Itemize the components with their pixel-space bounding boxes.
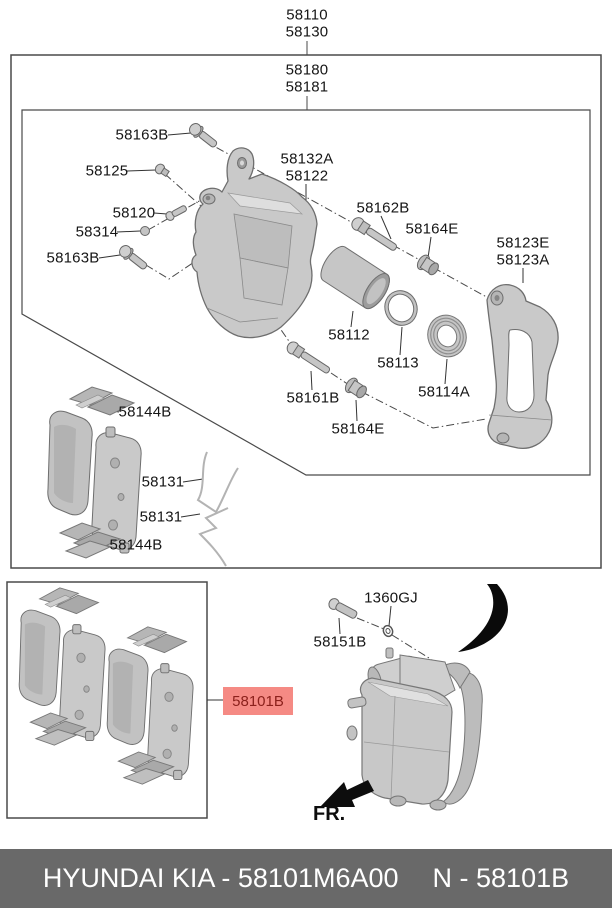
callout-torque-member-2: 58123A <box>496 251 550 269</box>
piston-drawing <box>320 245 390 310</box>
callout-guide-bolt-lower: 58163B <box>46 249 100 267</box>
callout-leader-lines <box>91 132 524 701</box>
bushing-lower-drawing <box>342 375 370 402</box>
pad-kit-highlight-badge: 58101B <box>223 687 293 715</box>
footer-bar: HYUNDAI KIA - 58101M6A00 N - 58101B <box>0 849 612 908</box>
callout-torque-member-1: 58123E <box>496 234 550 252</box>
callout-caliper-body-1: 58132A <box>280 150 334 168</box>
footer-brand-and-part-number: HYUNDAI KIA - 58101M6A00 <box>42 863 399 893</box>
piston-seal-drawing <box>384 290 418 326</box>
outer-assembly-box <box>10 54 602 569</box>
banjo-bolt-drawing <box>328 598 358 619</box>
callout-caliper-body-2: 58122 <box>285 167 329 185</box>
footer-reference-code: N - 58101B <box>432 863 570 893</box>
callout-ball: 58314 <box>75 223 119 241</box>
torque-member-drawing <box>486 283 559 450</box>
callout-top-code-2: 58130 <box>285 23 329 41</box>
callout-pad-spring-2: 58131 <box>139 508 183 526</box>
guide-bolt-lower-drawing <box>116 242 151 274</box>
callout-top-code-1: 58110 <box>286 6 328 24</box>
callout-pad-shim-upper: 58144B <box>118 403 172 421</box>
callout-bleeder-screw: 58120 <box>112 204 156 222</box>
callout-pad-spring-1: 58131 <box>141 473 185 491</box>
inner-assembly-box <box>21 109 591 476</box>
ball-drawing <box>140 226 150 236</box>
callout-guide-bolt-upper: 58163B <box>115 126 169 144</box>
callout-bushing-upper: 58164E <box>405 220 459 238</box>
callout-pad-shim-lower: 58144B <box>109 536 163 554</box>
front-direction-arrow <box>320 780 374 807</box>
assembled-caliper-drawing <box>346 647 483 811</box>
bushing-upper-drawing <box>414 252 442 279</box>
callout-washer: 1360GJ <box>364 589 418 607</box>
pad-spring-drawings <box>196 451 239 567</box>
caliper-body-drawing <box>191 147 318 339</box>
front-marker-label: FR. <box>313 803 346 825</box>
pad-kit-cluster-1-drawing <box>18 587 106 746</box>
pad-kit-highlight-code: 58101B <box>232 692 284 710</box>
callout-box-code-2: 58181 <box>285 78 329 96</box>
bleeder-screw-drawing <box>165 205 187 221</box>
guide-rod-upper-drawing <box>348 214 400 255</box>
guide-bolt-upper-drawing <box>186 120 221 152</box>
callout-cap: 58125 <box>85 162 129 180</box>
callout-box-code-1: 58180 <box>285 61 329 79</box>
curved-pointer-arrow <box>458 584 508 652</box>
pad-kit-cluster-2-drawing <box>106 626 194 785</box>
callout-bushing-lower: 58164E <box>331 420 385 438</box>
callout-guide-rod-lower: 58161B <box>286 389 340 407</box>
callout-piston-boot: 58114A <box>418 383 470 401</box>
callout-piston-seal: 58113 <box>377 354 419 372</box>
piston-boot-drawing <box>427 314 467 358</box>
guide-rod-lower-drawing <box>284 339 333 377</box>
callout-piston: 58112 <box>328 326 370 344</box>
callout-banjo-bolt: 58151B <box>313 633 367 651</box>
cap-drawing <box>154 163 170 178</box>
washer-drawing <box>382 624 394 638</box>
callout-guide-rod-upper: 58162B <box>356 199 410 217</box>
